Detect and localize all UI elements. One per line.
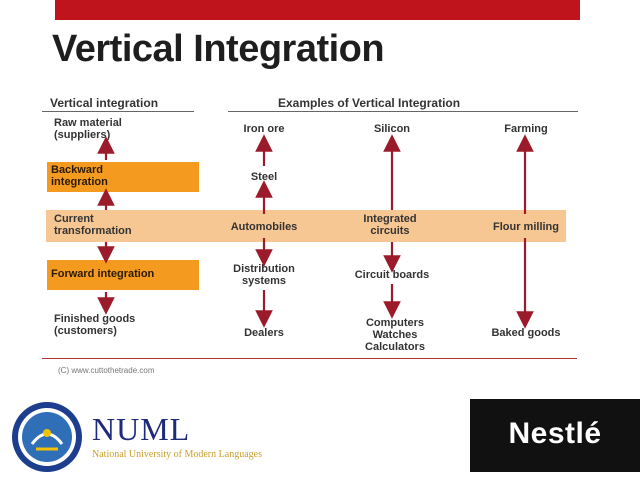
dealers-label: Dealers [244, 327, 284, 339]
baked-goods-label: Baked goods [491, 327, 561, 339]
distribution-systems-label: Distribution systems [233, 263, 295, 287]
nestle-wordmark: Nestlé [508, 417, 602, 450]
flour-milling-label: Flour milling [493, 221, 559, 233]
steel-label: Steel [250, 171, 278, 183]
numl-wordmark: NUML [92, 411, 191, 447]
current-transformation-label: Current transformation [54, 213, 132, 237]
finished-goods-label: Finished goods (customers) [54, 313, 136, 337]
automobiles-label: Automobiles [230, 221, 298, 233]
silicon-label: Silicon [373, 123, 411, 135]
computers-watches-calculators-label: Computers Watches Calculators [365, 317, 425, 353]
iron-ore-label: Iron ore [243, 123, 285, 135]
integrated-circuits-label: Integrated circuits [363, 213, 417, 237]
nestle-logo: Nestlé [470, 399, 640, 472]
header-underline-right [228, 111, 578, 112]
numl-seal-icon [12, 402, 82, 472]
bottom-divider [42, 358, 577, 359]
numl-fullname: National University of Modern Languages [92, 449, 262, 460]
header-vertical-integration: Vertical integration [50, 96, 159, 110]
farming-label: Farming [504, 123, 548, 135]
source-credit: (C) www.cuttothetrade.com [58, 366, 155, 375]
top-red-bar [55, 0, 580, 20]
raw-material-label: Raw material (suppliers) [54, 117, 122, 141]
current-transformation-band [46, 210, 566, 242]
forward-integration-box: Forward integration [47, 260, 199, 290]
backward-integration-box: Backward integration [47, 162, 199, 192]
header-underline-left [42, 111, 194, 112]
circuit-boards-label: Circuit boards [354, 269, 430, 281]
slide-title: Vertical Integration [52, 28, 385, 70]
header-examples: Examples of Vertical Integration [278, 96, 461, 110]
